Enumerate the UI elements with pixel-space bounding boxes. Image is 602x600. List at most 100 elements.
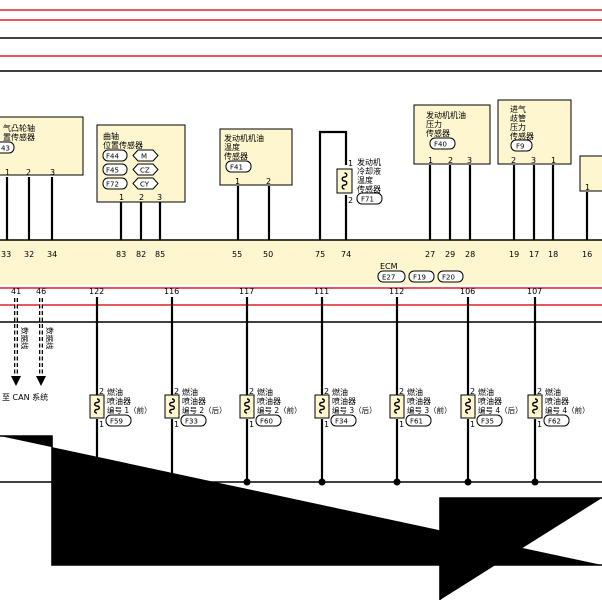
svg-text:压力: 压力 [426, 119, 442, 129]
svg-text:编号 4（后）: 编号 4（后） [478, 405, 523, 415]
manifold-pressure-sensor: 进气 歧管 压力 传感器 F9 2 3 1 [497, 99, 572, 165]
injector-4-rear: 2 1 燃油 喷油器 编号 4（后） F35 [460, 387, 523, 429]
svg-text:压力: 压力 [510, 122, 526, 132]
svg-text:传感器: 传感器 [510, 131, 534, 141]
svg-text:28: 28 [465, 250, 475, 259]
svg-text:曲轴: 曲轴 [103, 131, 119, 141]
svg-text:F72: F72 [106, 181, 119, 189]
svg-text:74: 74 [341, 250, 351, 259]
svg-text:进气: 进气 [510, 104, 526, 114]
camshaft-sensor: 气凸轮轴 置传感器 43 1 2 3 [0, 116, 84, 177]
svg-text:燃油: 燃油 [332, 387, 348, 397]
injector-2-rear: 2 1 燃油 喷油器 编号 2（后） F33 [164, 387, 227, 429]
svg-text:1: 1 [551, 156, 556, 165]
svg-text:F35: F35 [481, 418, 494, 426]
svg-text:2: 2 [324, 387, 329, 396]
svg-text:传感器: 传感器 [426, 128, 450, 138]
svg-text:33: 33 [1, 250, 11, 259]
svg-text:F41: F41 [230, 164, 243, 172]
svg-text:喷油器: 喷油器 [478, 396, 502, 406]
svg-text:3: 3 [157, 193, 162, 202]
svg-text:编号 1（前）: 编号 1（前） [107, 405, 152, 415]
svg-text:41: 41 [11, 287, 21, 296]
svg-text:燃油: 燃油 [182, 387, 198, 397]
oil-temp-sensor: 发动机机油 温度 传感器 F41 1 2 [219, 128, 293, 186]
svg-text:116: 116 [164, 287, 179, 296]
svg-text:82: 82 [136, 250, 146, 259]
svg-text:冷却液: 冷却液 [357, 166, 381, 176]
svg-text:发动机机油: 发动机机油 [224, 133, 264, 143]
injector-feed-wires [95, 297, 537, 395]
svg-text:温度: 温度 [224, 142, 240, 152]
svg-text:编号 3（前）: 编号 3（前） [407, 405, 452, 415]
svg-text:32: 32 [24, 250, 34, 259]
crankshaft-sensor: 曲轴 位置传感器 F44 M F45 CZ F72 CY 1 2 3 [96, 124, 186, 203]
svg-text:传感器: 传感器 [357, 184, 381, 194]
svg-text:1: 1 [324, 420, 329, 429]
svg-text:2: 2 [537, 387, 542, 396]
svg-text:编号 2（后）: 编号 2（后） [182, 405, 227, 415]
svg-text:编号 4（前）: 编号 4（前） [545, 405, 590, 415]
svg-text:喷油器: 喷油器 [182, 396, 206, 406]
injector-2-front: 2 1 燃油 喷油器 编号 2（前） F60 [239, 387, 302, 429]
svg-text:46: 46 [36, 287, 46, 296]
svg-text:1: 1 [99, 420, 104, 429]
svg-text:数据线: 数据线 [20, 327, 30, 350]
svg-text:2: 2 [26, 168, 31, 177]
svg-text:E27: E27 [382, 274, 395, 282]
partial-sensor: 1 [579, 155, 602, 192]
svg-text:发动机机油: 发动机机油 [426, 110, 466, 120]
svg-text:16: 16 [582, 250, 592, 259]
svg-text:3: 3 [531, 156, 536, 165]
svg-text:17: 17 [529, 250, 539, 259]
svg-text:F61: F61 [410, 418, 423, 426]
oil-pressure-sensor: 发动机机油 压力 传感器 F40 1 2 3 [413, 104, 491, 165]
injector-1-front: 2 1 燃油 喷油器 编号 1（前） F59 [89, 387, 152, 429]
svg-text:F60: F60 [260, 418, 273, 426]
svg-text:1: 1 [470, 420, 475, 429]
svg-text:编号 2（前）: 编号 2（前） [257, 405, 302, 415]
svg-text:122: 122 [89, 287, 104, 296]
svg-text:CY: CY [140, 181, 150, 189]
svg-text:F19: F19 [413, 274, 426, 282]
svg-text:喷油器: 喷油器 [332, 396, 356, 406]
svg-text:F45: F45 [106, 167, 119, 175]
svg-text:3: 3 [50, 168, 55, 177]
svg-text:置传感器: 置传感器 [3, 132, 35, 142]
svg-text:数据线: 数据线 [45, 327, 55, 350]
svg-text:燃油: 燃油 [478, 387, 494, 397]
svg-text:2: 2 [448, 156, 453, 165]
svg-text:F59: F59 [110, 418, 123, 426]
svg-text:50: 50 [263, 250, 273, 259]
svg-text:29: 29 [445, 250, 455, 259]
svg-text:3: 3 [467, 156, 472, 165]
svg-text:ECM: ECM [380, 262, 398, 271]
svg-text:55: 55 [232, 250, 242, 259]
svg-text:喷油器: 喷油器 [407, 396, 431, 406]
svg-text:43: 43 [1, 145, 10, 153]
svg-text:燃油: 燃油 [257, 387, 273, 397]
svg-text:1: 1 [537, 420, 542, 429]
svg-text:2: 2 [511, 156, 516, 165]
svg-text:F9: F9 [516, 143, 524, 151]
ecm-module: 33 32 34 83 82 85 55 50 75 74 27 29 28 1… [0, 239, 602, 323]
svg-text:传感器: 传感器 [224, 151, 248, 161]
svg-text:1: 1 [5, 168, 10, 177]
svg-text:F40: F40 [434, 141, 447, 149]
svg-text:F71: F71 [361, 196, 374, 204]
coolant-temp-sensor: 1 2 发动机 冷却液 温度 传感器 F71 [318, 130, 383, 240]
svg-text:117: 117 [239, 287, 254, 296]
svg-text:1: 1 [428, 156, 433, 165]
svg-text:85: 85 [155, 250, 165, 259]
svg-text:1: 1 [585, 183, 590, 192]
svg-text:气凸轮轴: 气凸轮轴 [3, 123, 35, 133]
svg-text:2: 2 [99, 387, 104, 396]
svg-text:歧管: 歧管 [510, 113, 526, 123]
svg-text:温度: 温度 [357, 175, 373, 185]
injector-3-front: 2 1 燃油 喷油器 编号 3（前） F61 [389, 387, 452, 429]
svg-text:19: 19 [509, 250, 519, 259]
svg-text:1: 1 [235, 177, 240, 186]
svg-text:2: 2 [399, 387, 404, 396]
svg-text:2: 2 [174, 387, 179, 396]
